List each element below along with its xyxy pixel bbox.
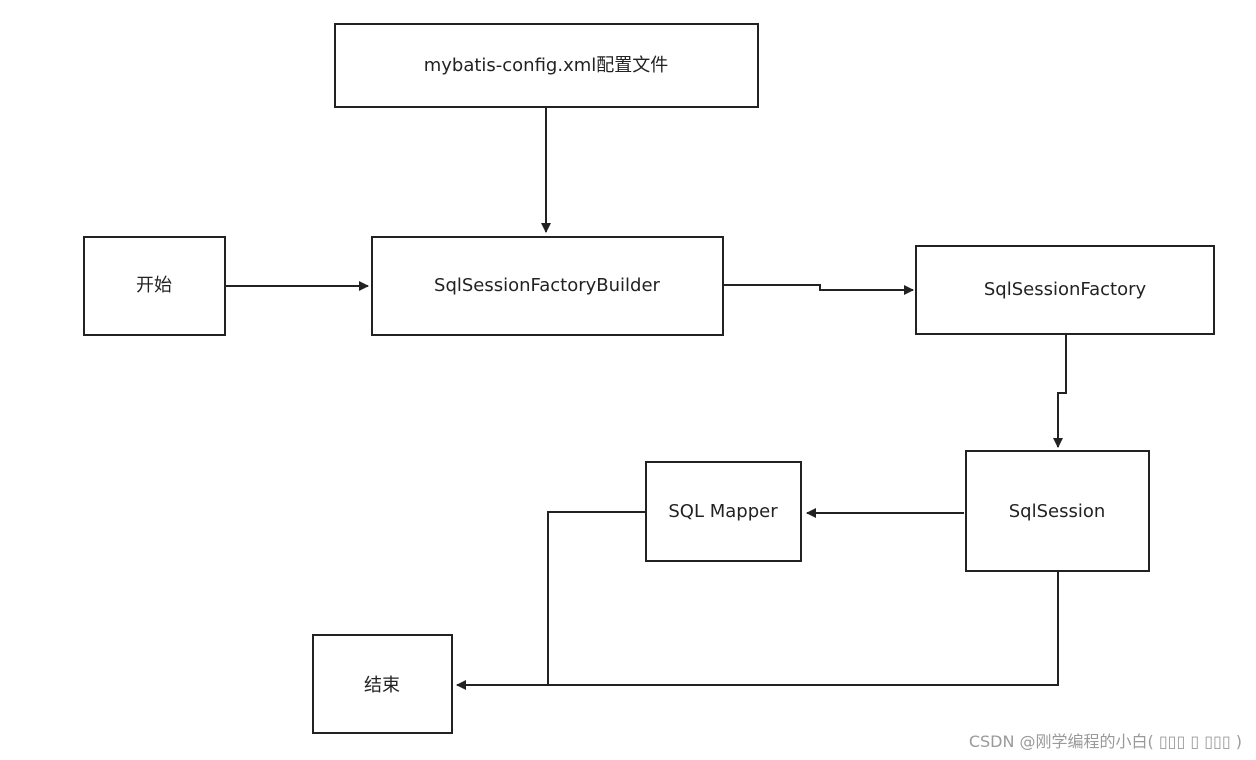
node-session-label: SqlSession bbox=[1009, 501, 1106, 522]
node-config-box bbox=[334, 23, 759, 108]
node-config-label: mybatis-config.xml配置文件 bbox=[424, 55, 669, 76]
node-mapper-label: SQL Mapper bbox=[668, 501, 778, 522]
edge-factory-to-session bbox=[1053, 335, 1067, 448]
edge-mapper-to-end bbox=[547, 511, 646, 685]
node-builder-label: SqlSessionFactoryBuilder bbox=[434, 275, 661, 296]
edge-builder-to-factory bbox=[724, 284, 914, 295]
node-factory-label: SqlSessionFactory bbox=[984, 279, 1147, 300]
edge-session-to-end bbox=[456, 572, 1059, 690]
node-mapper-box bbox=[645, 461, 802, 562]
node-start-box bbox=[83, 236, 226, 336]
node-factory-box bbox=[915, 245, 1215, 335]
node-end-label: 结束 bbox=[364, 675, 400, 696]
node-start-label: 开始 bbox=[136, 275, 172, 296]
node-end-box bbox=[312, 634, 453, 734]
node-session-box bbox=[965, 450, 1150, 572]
node-builder-box bbox=[371, 236, 724, 336]
csdn-watermark: CSDN @刚学编程的小白( ▯▯▯ ▯ ▯▯▯ ) bbox=[968, 732, 1242, 751]
